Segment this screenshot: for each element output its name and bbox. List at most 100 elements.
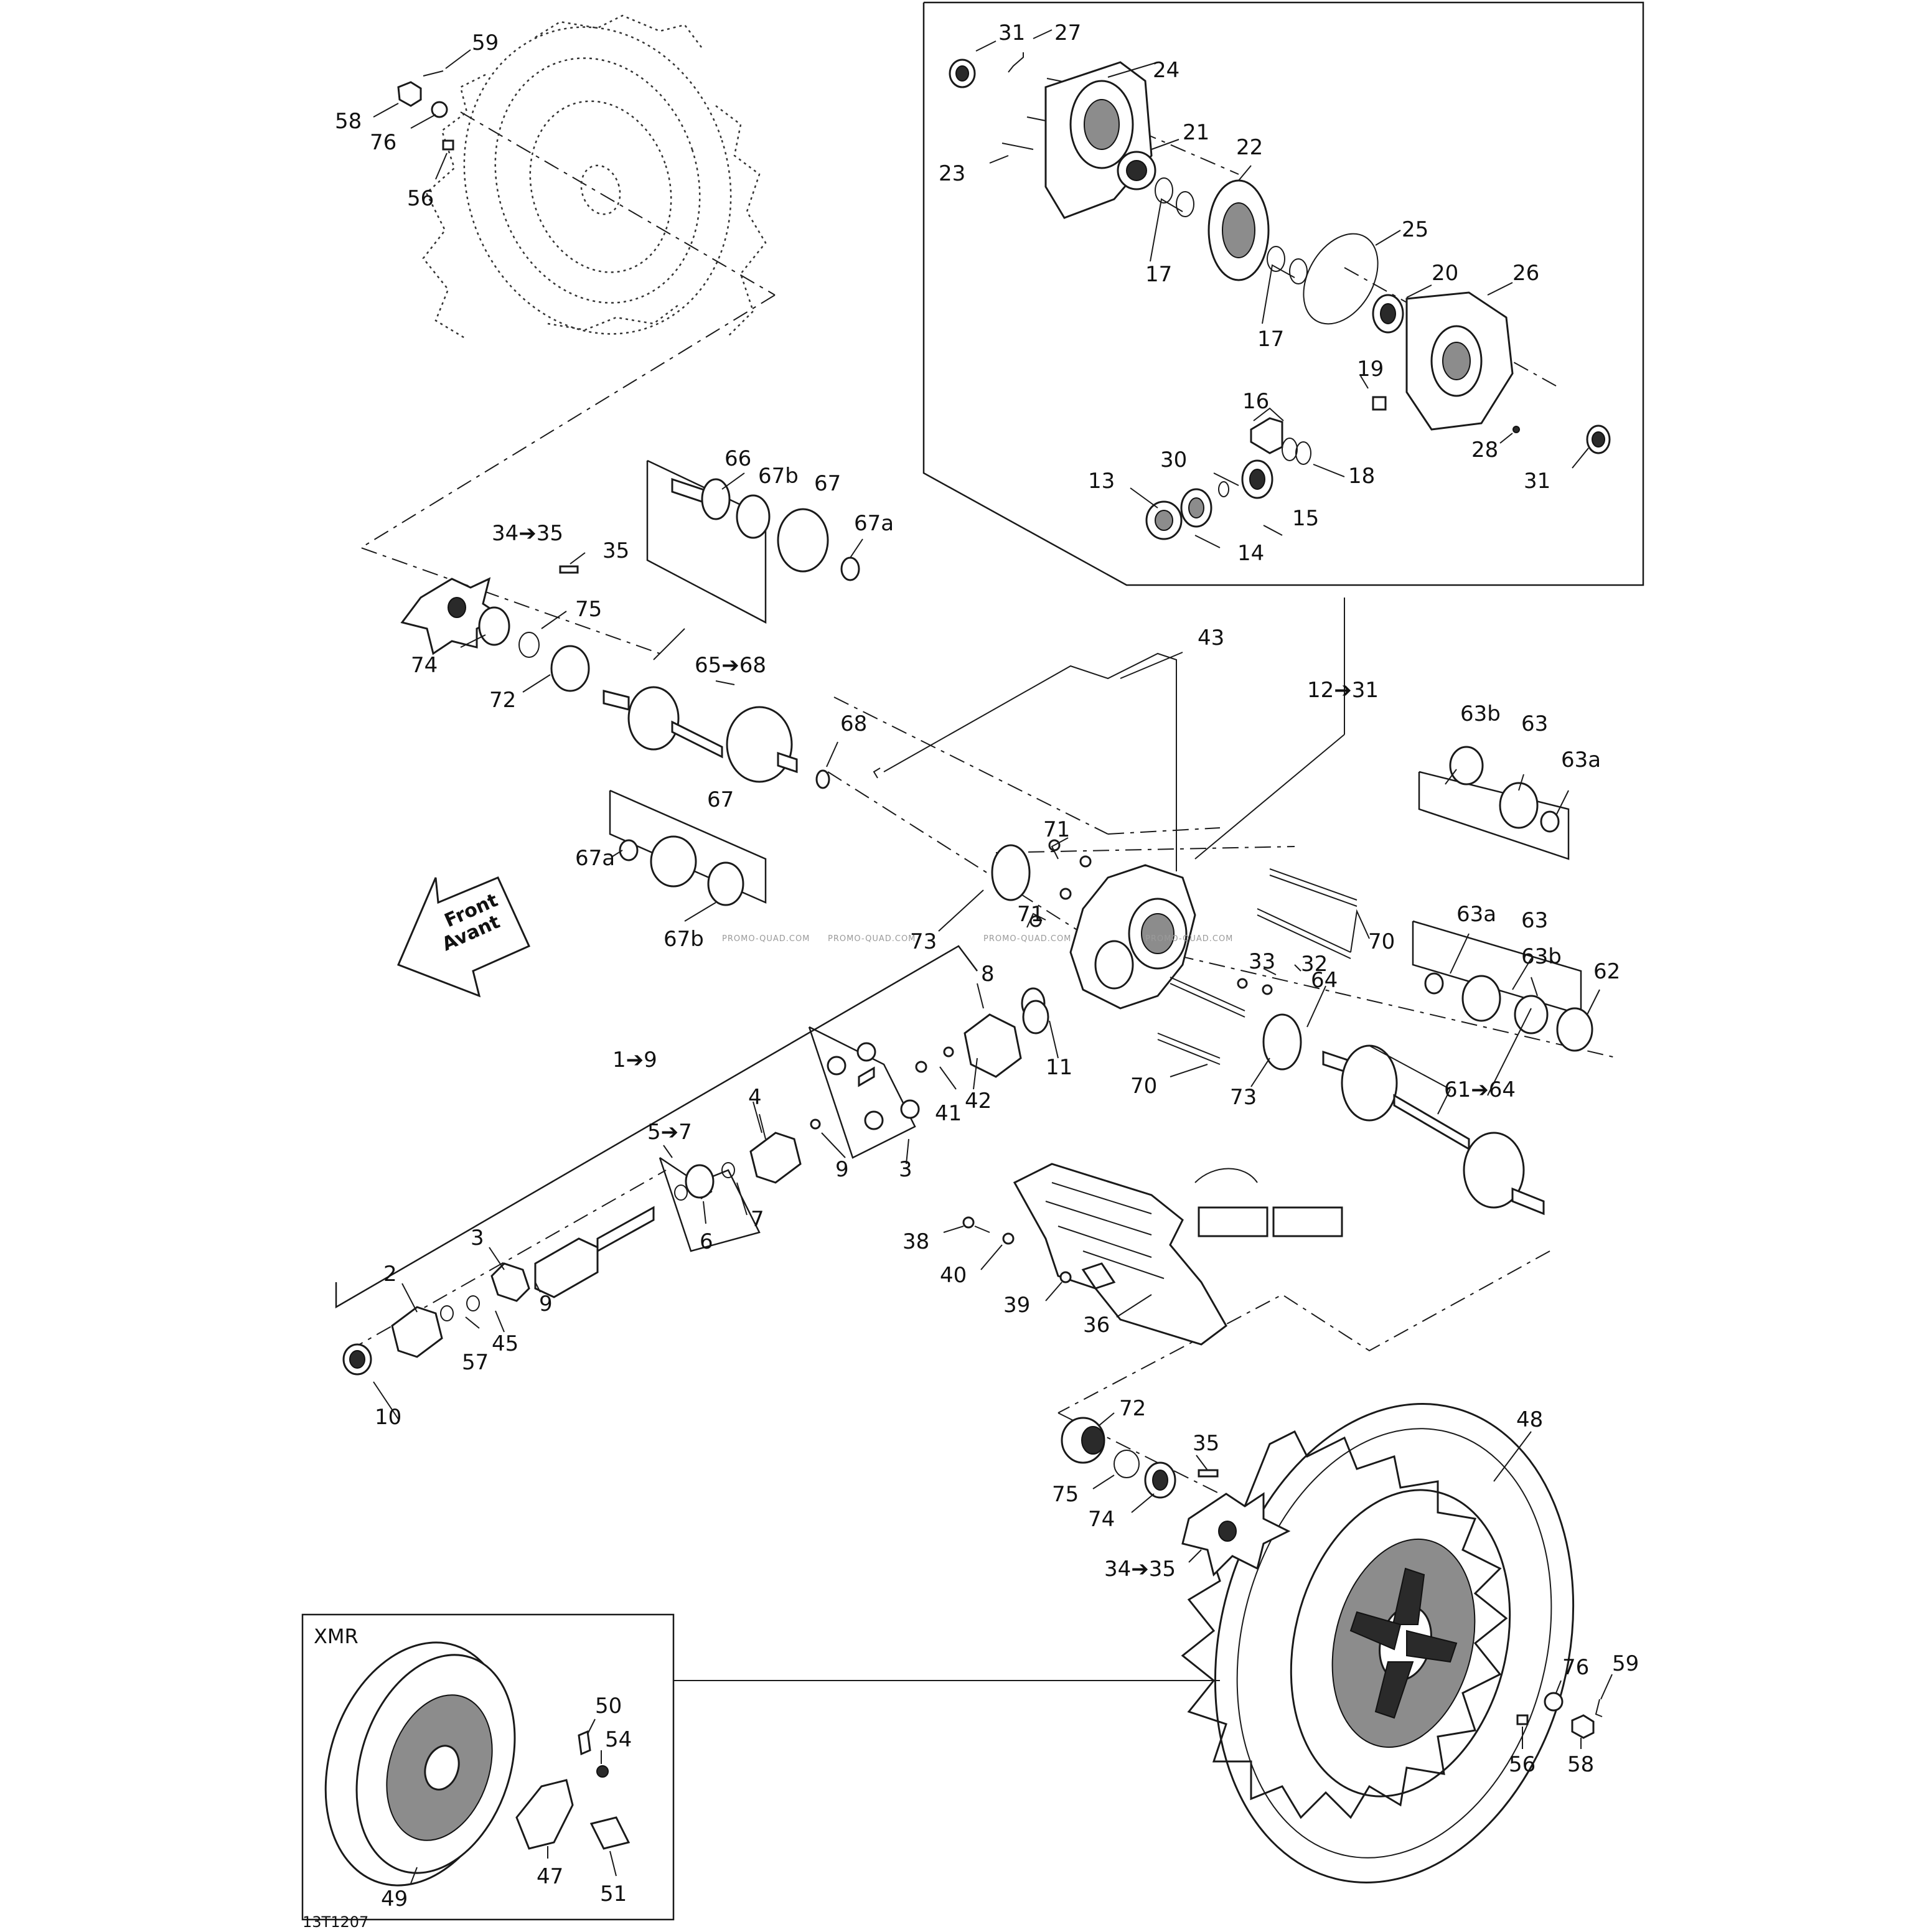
callout-7: 7 (751, 1207, 764, 1232)
callout-45: 45 (492, 1331, 518, 1356)
callout-58b: 58 (1567, 1752, 1594, 1777)
callout-3b: 3 (471, 1226, 484, 1250)
callout-67b-a: 67b (758, 464, 799, 489)
callout-9a: 9 (835, 1157, 849, 1182)
callout-75b: 75 (1052, 1482, 1079, 1507)
callout-17a: 17 (1145, 262, 1172, 287)
callout-2: 2 (383, 1262, 397, 1287)
callout-67-a: 67 (814, 471, 841, 496)
callout-58a: 58 (335, 109, 362, 134)
propeller-shaft (335, 945, 1049, 1376)
skid-plate (962, 1163, 1343, 1346)
front-direction-arrow: Front Avant (397, 876, 530, 998)
leader-lines (373, 29, 1613, 1884)
callout-64: 64 (1311, 968, 1338, 993)
callout-39: 39 (1003, 1293, 1030, 1318)
callout-73b: 73 (1230, 1085, 1257, 1110)
callout-6: 6 (700, 1229, 713, 1254)
callout-26: 26 (1512, 261, 1539, 286)
callout-51: 51 (600, 1882, 627, 1906)
watermark-2: PROMO-QUAD.COM (828, 934, 916, 944)
callout-42: 42 (965, 1089, 992, 1114)
callout-18: 18 (1348, 464, 1375, 489)
callout-74b: 74 (1088, 1507, 1115, 1532)
inset-title: XMR (314, 1625, 359, 1648)
callout-71b: 71 (1017, 902, 1044, 927)
callout-59a: 59 (472, 30, 499, 55)
callout-35a: 35 (603, 538, 629, 563)
callout-15: 15 (1292, 506, 1319, 531)
callout-76b: 76 (1562, 1655, 1589, 1680)
callout-9b: 9 (539, 1292, 553, 1316)
callout-33: 33 (1249, 949, 1275, 974)
xmr-rim (324, 1641, 631, 1887)
callout-56b: 56 (1509, 1752, 1536, 1777)
callout-30: 30 (1160, 448, 1187, 472)
callout-13: 13 (1088, 469, 1115, 494)
callout-21: 21 (1183, 120, 1209, 145)
callout-65-68: 65➔68 (695, 653, 766, 678)
callout-23: 23 (939, 161, 965, 186)
callout-38: 38 (903, 1229, 929, 1254)
callout-54: 54 (605, 1727, 632, 1752)
callout-61-64: 61➔64 (1444, 1077, 1516, 1102)
callout-63b-b: 63b (1521, 944, 1562, 969)
callout-34-35a: 34➔35 (492, 521, 563, 546)
watermarks: PROMO-QUAD.COM PROMO-QUAD.COM PROMO-QUAD… (722, 934, 1233, 944)
callout-72a: 72 (489, 688, 516, 713)
callout-35b: 35 (1193, 1431, 1219, 1456)
rear-hub-nut-group-b (1516, 1692, 1603, 1739)
differential-housing (873, 652, 1358, 1071)
callout-63b-a: 63b (1460, 701, 1501, 726)
watermark-1: PROMO-QUAD.COM (722, 934, 810, 944)
callout-63a-a: 63a (1561, 748, 1601, 772)
xmr-inset-frame: XMR (301, 1613, 675, 1921)
callout-1-9: 1➔9 (612, 1048, 657, 1072)
callout-3a: 3 (899, 1157, 912, 1182)
callout-36: 36 (1083, 1313, 1110, 1338)
callout-48: 48 (1516, 1407, 1543, 1432)
callout-67a-a: 67a (854, 511, 894, 536)
front-hub-nut-group-a (397, 70, 454, 151)
callout-56a: 56 (407, 186, 434, 211)
callout-75a: 75 (575, 597, 602, 622)
callout-5-7: 5➔7 (647, 1120, 692, 1145)
callout-8: 8 (981, 962, 995, 987)
callout-47: 47 (537, 1864, 563, 1889)
callout-4: 4 (748, 1085, 762, 1110)
callout-67-b: 67 (707, 787, 734, 812)
callout-63-b: 63 (1521, 908, 1548, 933)
callout-71a: 71 (1043, 817, 1070, 842)
watermark-4: PROMO-QUAD.COM (1145, 934, 1233, 944)
callout-50: 50 (595, 1694, 622, 1719)
callout-76a: 76 (370, 130, 396, 155)
callout-74a: 74 (411, 653, 438, 678)
callout-16: 16 (1242, 389, 1269, 414)
callout-68: 68 (840, 711, 867, 736)
callout-19: 19 (1357, 357, 1384, 382)
callout-22: 22 (1236, 135, 1263, 160)
callout-73a: 73 (910, 929, 937, 954)
callout-57: 57 (462, 1350, 489, 1375)
callout-31b: 31 (1524, 469, 1550, 494)
front-wheel-phantom (422, 14, 767, 340)
callout-72b: 72 (1119, 1396, 1146, 1421)
callout-63-a: 63 (1521, 711, 1548, 736)
rear-wheel (1181, 1403, 1575, 1883)
callout-59b: 59 (1612, 1651, 1639, 1676)
callout-40: 40 (940, 1263, 967, 1288)
callout-11: 11 (1046, 1055, 1072, 1080)
callout-67a-b: 67a (575, 846, 615, 871)
callout-25: 25 (1402, 217, 1428, 242)
callout-17b: 17 (1257, 327, 1284, 352)
rear-hub (1061, 1417, 1291, 1577)
left-drive-shaft (400, 459, 860, 906)
callout-28: 28 (1471, 438, 1498, 462)
callout-labels: 31 27 24 21 23 22 17 17 25 20 26 19 16 1… (335, 21, 1639, 1911)
right-drive-shaft (1322, 746, 1593, 1216)
differential-parts (949, 52, 1611, 540)
differential-detail-frame (922, 1, 1644, 586)
callout-41: 41 (935, 1101, 962, 1126)
callout-12-31: 12➔31 (1307, 678, 1379, 703)
